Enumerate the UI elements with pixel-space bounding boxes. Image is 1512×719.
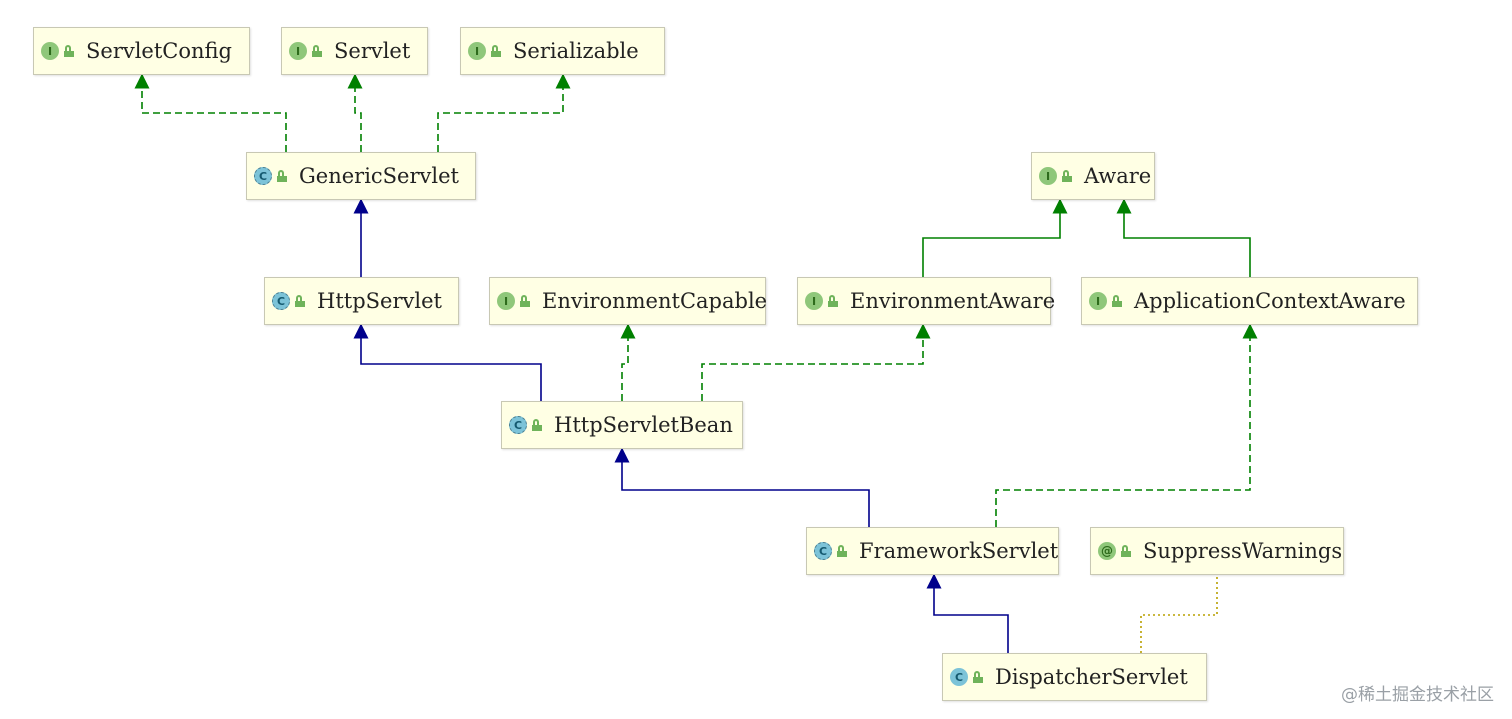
edge-httpservletbean-to-environmentcapable [620,323,636,401]
node-suppresswarnings[interactable]: @ SuppressWarnings [1090,527,1344,575]
public-lock-icon [1112,295,1122,307]
node-dispatcherservlet[interactable]: C DispatcherServlet [942,653,1207,701]
node-serializable[interactable]: I Serializable [460,27,665,75]
interface-icon: I [1089,292,1107,310]
node-label: SuppressWarnings [1143,539,1343,563]
edge-dispatcherservlet-to-suppresswarnings [1140,575,1218,653]
public-lock-icon [837,545,847,557]
interface-icon: I [497,292,515,310]
interface-icon: I [289,42,307,60]
node-label: EnvironmentAware [850,289,1056,313]
node-label: HttpServlet [317,289,442,313]
interface-icon: I [1039,167,1057,185]
node-environmentcapable[interactable]: I EnvironmentCapable [489,277,768,325]
abstract-icon: C [509,416,527,434]
edge-httpservletbean-to-environmentaware [701,323,931,401]
node-label: ServletConfig [86,39,232,63]
watermark: @稀土掘金技术社区 [1341,685,1494,705]
abstract-icon: C [814,542,832,560]
abstract-icon: C [254,167,272,185]
public-lock-icon [973,671,983,683]
annotation-icon: @ [1098,542,1116,560]
edge-genericservlet-to-servlet [347,73,363,152]
node-label: DispatcherServlet [995,665,1188,689]
public-lock-icon [1121,545,1131,557]
node-servletconfig[interactable]: I ServletConfig [33,27,250,75]
public-lock-icon [491,45,501,57]
node-label: Servlet [334,39,411,63]
public-lock-icon [1062,170,1072,182]
node-genericservlet[interactable]: C GenericServlet [246,152,476,200]
public-lock-icon [532,419,542,431]
node-label: HttpServletBean [554,413,733,437]
class-icon: C [950,668,968,686]
interface-icon: I [805,292,823,310]
abstract-icon: C [272,292,290,310]
node-label: GenericServlet [299,164,459,188]
node-applicationcontextaware[interactable]: I ApplicationContextAware [1081,277,1418,325]
node-label: Aware [1084,164,1152,188]
public-lock-icon [520,295,530,307]
interface-icon: I [468,42,486,60]
edge-applicationcontextaware-to-aware [1116,198,1251,277]
edge-genericservlet-to-servletconfig [134,73,287,152]
interface-icon: I [41,42,59,60]
edge-dispatcherservlet-to-frameworkservlet [926,573,1009,653]
node-httpservlet[interactable]: C HttpServlet [264,277,459,325]
edge-frameworkservlet-to-applicationcontextaware [995,323,1258,527]
public-lock-icon [277,170,287,182]
public-lock-icon [828,295,838,307]
node-label: FrameworkServlet [859,539,1059,563]
public-lock-icon [312,45,322,57]
node-label: Serializable [513,39,639,63]
edge-genericservlet-to-serializable [437,73,571,152]
edge-environmentaware-to-aware [922,198,1068,277]
node-label: EnvironmentCapable [542,289,768,313]
node-aware[interactable]: I Aware [1031,152,1155,200]
edge-httpservletbean-to-httpservlet [353,323,542,401]
public-lock-icon [295,295,305,307]
node-environmentaware[interactable]: I EnvironmentAware [797,277,1055,325]
node-label: ApplicationContextAware [1134,289,1406,313]
edge-frameworkservlet-to-httpservletbean [614,447,870,527]
public-lock-icon [64,45,74,57]
node-httpservletbean[interactable]: C HttpServletBean [501,401,743,449]
node-servlet[interactable]: I Servlet [281,27,428,75]
node-frameworkservlet[interactable]: C FrameworkServlet [806,527,1059,575]
